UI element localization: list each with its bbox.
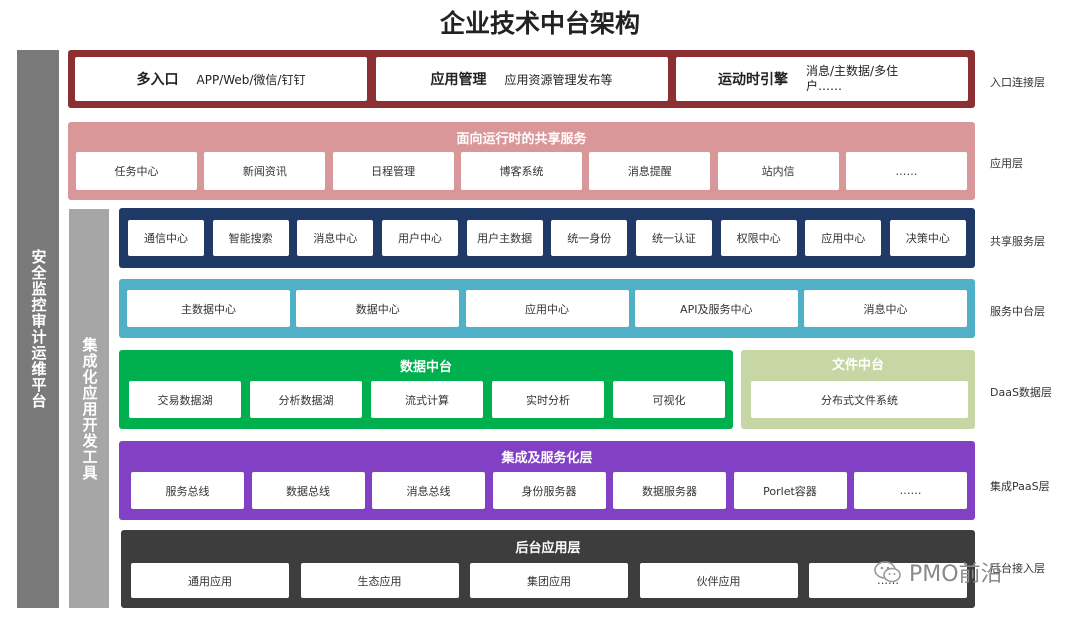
entry-box-name: 运动时引擎: [718, 72, 788, 88]
shared-item: 通信中心: [128, 220, 204, 256]
app-layer: 面向运行时的共享服务 任务中心 新闻资讯 日程管理 博客系统 消息提醒 站内信 …: [68, 122, 975, 200]
back-row: 通用应用 生态应用 集团应用 伙伴应用 ……: [131, 563, 967, 598]
shared-item: 权限中心: [720, 220, 797, 256]
svc-row: 主数据中心 数据中心 应用中心 API及服务中心 消息中心: [127, 290, 967, 327]
back-item: 生态应用: [300, 563, 459, 598]
shared-item: 统一认证: [635, 220, 712, 256]
entry-box-detail: 消息/主数据/多住户……: [806, 64, 899, 93]
entry-box-detail: APP/Web/微信/钉钉: [196, 72, 306, 87]
back-item: 通用应用: [131, 563, 289, 598]
shared-item: 用户中心: [381, 220, 458, 256]
svc-item: 主数据中心: [127, 290, 290, 327]
entry-box-detail: 应用资源管理发布等: [504, 72, 613, 87]
side-label-back: 后台接入层: [990, 562, 1045, 575]
side-label-shared: 共享服务层: [990, 235, 1045, 248]
integrated-devtools-bar: 集成化应用开发工具: [69, 209, 109, 608]
app-item: 新闻资讯: [204, 152, 326, 190]
integ-item: ……: [854, 472, 967, 509]
app-item: 任务中心: [76, 152, 197, 190]
data-middle-layer: 数据中台 交易数据湖 分析数据湖 流式计算 实时分析 可视化: [119, 350, 733, 429]
watermark-text: PMO前沿: [909, 562, 1003, 587]
security-ops-platform-bar: 安全监控审计运维平台: [17, 50, 59, 608]
svc-item: API及服务中心: [634, 290, 798, 327]
back-item: 伙伴应用: [639, 563, 798, 598]
entry-row: 多入口 APP/Web/微信/钉钉 应用管理 应用资源管理发布等 运动时引擎 消…: [75, 57, 968, 101]
shared-item: 统一身份: [551, 220, 628, 256]
data-row: 交易数据湖 分析数据湖 流式计算 实时分析 可视化: [129, 381, 725, 418]
file-item: 分布式文件系统: [751, 381, 968, 418]
integ-item: Porlet容器: [733, 472, 847, 509]
entry-box-multi: 多入口 APP/Web/微信/钉钉: [75, 57, 367, 101]
integ-row: 服务总线 数据总线 消息总线 身份服务器 数据服务器 Porlet容器 ……: [131, 472, 967, 509]
integration-layer: 集成及服务化层 服务总线 数据总线 消息总线 身份服务器 数据服务器 Porle…: [119, 441, 975, 520]
shared-item: 应用中心: [805, 220, 882, 256]
diagram-title: 企业技术中台架构: [439, 9, 640, 38]
back-layer-title: 后台应用层: [515, 541, 581, 556]
entry-layer: 多入口 APP/Web/微信/钉钉 应用管理 应用资源管理发布等 运动时引擎 消…: [68, 50, 975, 108]
svc-item: 数据中心: [296, 290, 460, 327]
integ-item: 数据总线: [251, 472, 365, 509]
app-item: 站内信: [717, 152, 839, 190]
data-item: 分析数据湖: [250, 381, 362, 418]
entry-box-runtime-engine: 运动时引擎 消息/主数据/多住户……: [676, 57, 968, 101]
svc-item: 消息中心: [804, 290, 967, 327]
file-middle-layer: 文件中台 分布式文件系统: [741, 350, 975, 429]
data-layer-title: 数据中台: [399, 360, 452, 375]
side-label-app: 应用层: [990, 157, 1023, 170]
shared-item: 用户主数据: [466, 220, 543, 256]
integ-item: 服务总线: [131, 472, 244, 509]
side-label-entry: 入口连接层: [990, 76, 1045, 89]
app-item: 日程管理: [332, 152, 454, 190]
data-item: 交易数据湖: [129, 381, 241, 418]
side-label-svc: 服务中台层: [990, 305, 1045, 318]
shared-item: 智能搜索: [212, 220, 289, 256]
service-middle-layer: 主数据中心 数据中心 应用中心 API及服务中心 消息中心: [119, 279, 975, 338]
shared-item: 消息中心: [297, 220, 374, 256]
side-label-integ: 集成PaaS层: [990, 480, 1050, 493]
svc-item: 应用中心: [465, 290, 629, 327]
entry-box-name: 多入口: [136, 72, 179, 88]
file-layer-title: 文件中台: [831, 358, 884, 373]
app-layer-title: 面向运行时的共享服务: [456, 132, 587, 147]
data-item: 可视化: [613, 381, 725, 418]
back-item: 集团应用: [470, 563, 628, 598]
shared-row: 通信中心 智能搜索 消息中心 用户中心 用户主数据 统一身份 统一认证 权限中心…: [128, 220, 966, 256]
entry-box-name: 应用管理: [430, 72, 487, 88]
integ-layer-title: 集成及服务化层: [501, 451, 593, 466]
watermark: PMO前沿: [873, 556, 1003, 588]
side-label-daas: DaaS数据层: [990, 386, 1052, 399]
entry-box-app-mgmt: 应用管理 应用资源管理发布等: [375, 57, 668, 101]
app-item: 消息提醒: [589, 152, 711, 190]
app-item: ……: [845, 152, 967, 190]
data-item: 流式计算: [371, 381, 483, 418]
integ-item: 数据服务器: [613, 472, 726, 509]
backend-layer: 后台应用层 通用应用 生态应用 集团应用 伙伴应用 ……: [121, 530, 975, 608]
shared-services-layer: 通信中心 智能搜索 消息中心 用户中心 用户主数据 统一身份 统一认证 权限中心…: [119, 208, 975, 268]
app-item: 博客系统: [460, 152, 582, 190]
integ-item: 身份服务器: [492, 472, 606, 509]
app-row: 任务中心 新闻资讯 日程管理 博客系统 消息提醒 站内信 ……: [76, 152, 967, 190]
data-item: 实时分析: [492, 381, 604, 418]
shared-item: 决策中心: [889, 220, 966, 256]
integ-item: 消息总线: [372, 472, 485, 509]
wechat-icon: [874, 561, 901, 583]
